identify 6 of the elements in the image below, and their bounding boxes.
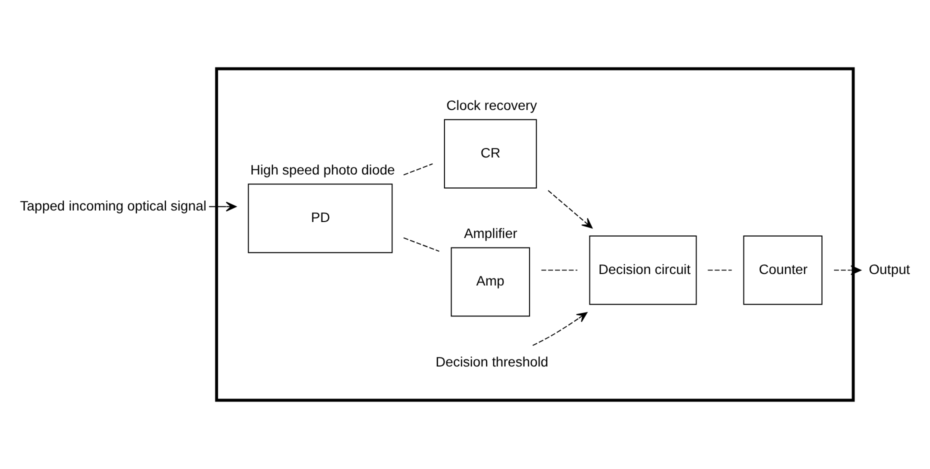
node-label: High speed photo diode: [250, 162, 395, 178]
node-text: Output: [868, 262, 910, 277]
node-text: Decision threshold: [436, 354, 548, 370]
node-label: Clock recovery: [446, 98, 537, 114]
node-label: Amplifier: [464, 226, 518, 242]
node-text: Tapped incoming optical signal: [20, 198, 206, 214]
